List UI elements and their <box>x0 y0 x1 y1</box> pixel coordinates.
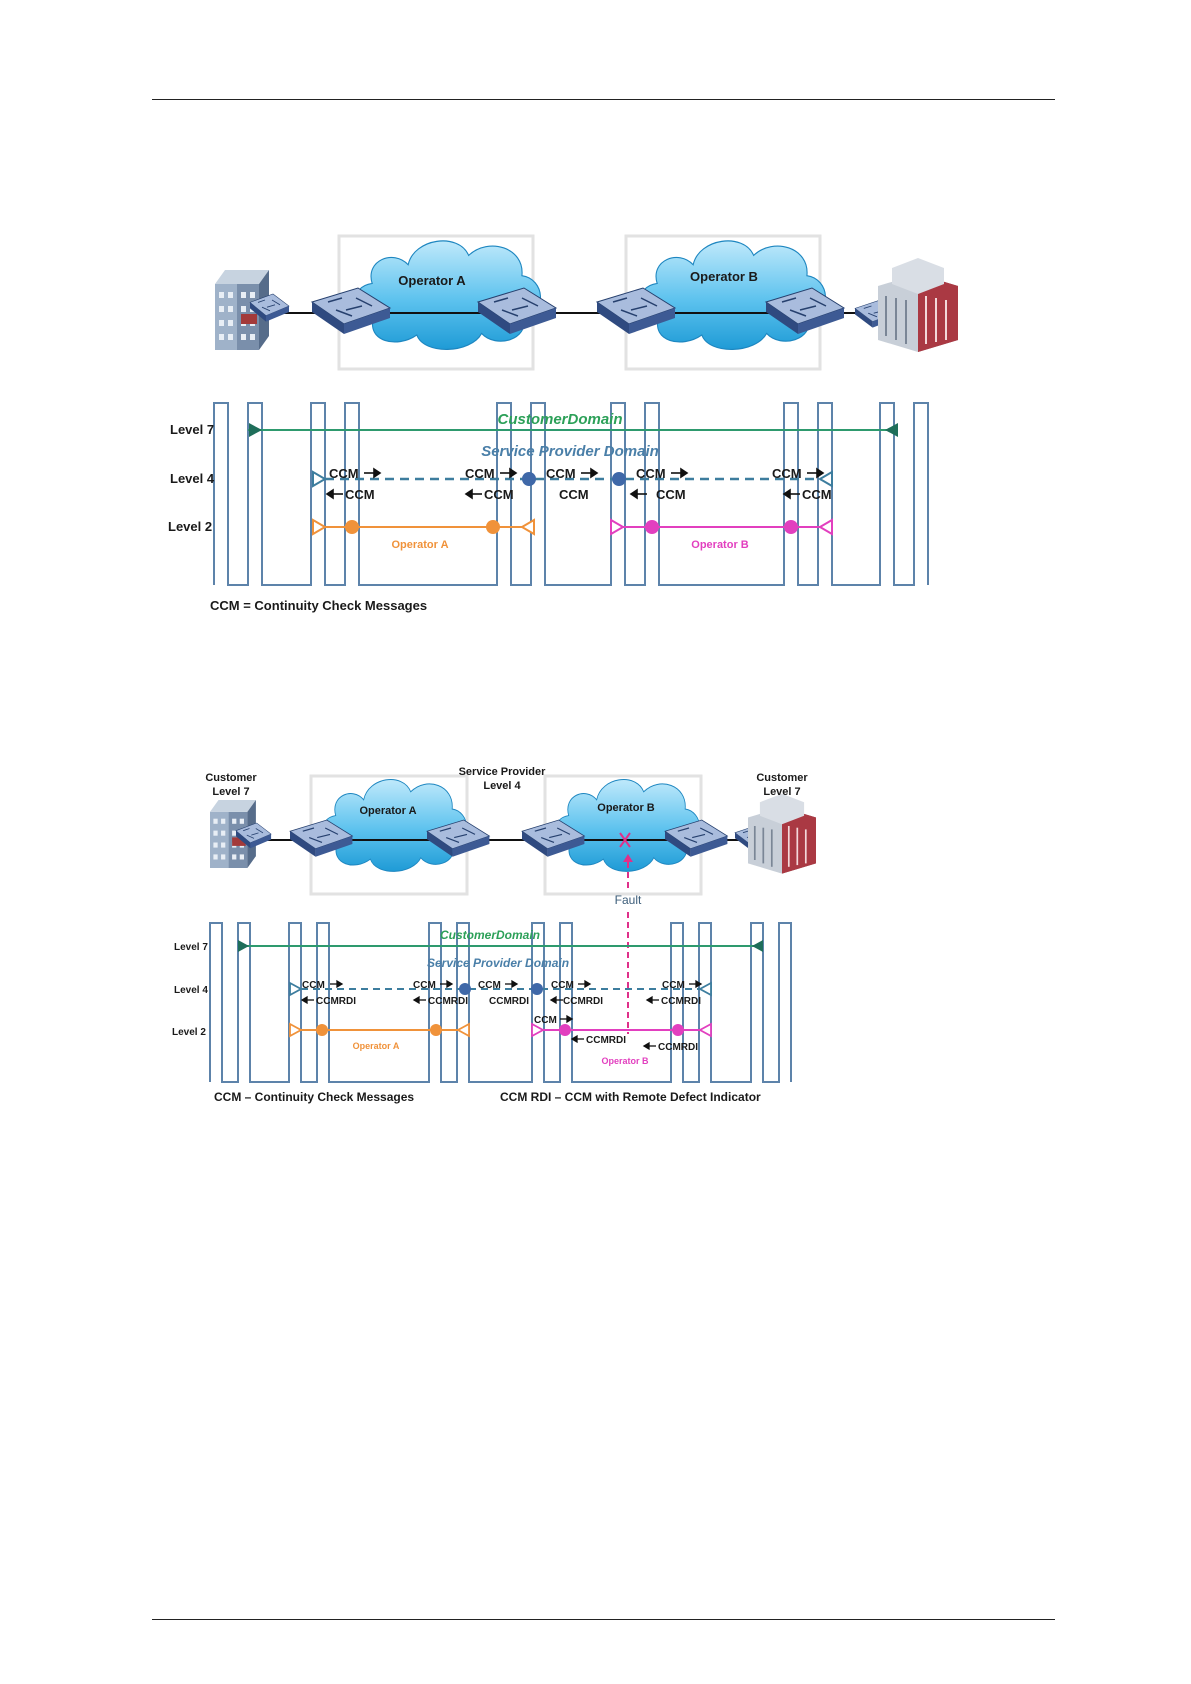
figure-2-network: Operator A Operator B Customer Level 7 S… <box>205 766 817 1034</box>
cloud-label-operator-a: Operator A <box>359 805 416 817</box>
ccmrdi-label: CCMRDI <box>316 996 356 1007</box>
ccm-label: CCM <box>551 980 574 991</box>
office-tower-icon <box>747 792 817 875</box>
figure-1-network: Operator A Operator B <box>215 234 959 371</box>
operator-b-label: Operator B <box>691 539 749 551</box>
ccm-label: CCM <box>546 466 576 481</box>
ccmrdi-label: CCMRDI <box>661 996 701 1007</box>
ccm-label: CCM <box>329 466 359 481</box>
customer-right-level: Level 7 <box>763 786 800 798</box>
mip-icon <box>784 520 798 534</box>
mep-right-icon <box>610 518 625 536</box>
mep-left-icon <box>818 470 833 488</box>
mep-left-icon <box>885 423 898 437</box>
ccm-label: CCM <box>772 466 802 481</box>
fault-arrow-icon <box>623 854 633 862</box>
operator-b-label: Operator B <box>601 1056 649 1066</box>
figure-2-maintenance: Level 7 Level 4 Level 2 CustomerDomain S… <box>172 922 792 1104</box>
ccmrdi-label: CCMRDI <box>428 996 468 1007</box>
mip-icon <box>430 1024 442 1036</box>
maintenance-pillars <box>209 922 792 1083</box>
customer-right-label: Customer <box>756 772 808 784</box>
mip-icon <box>459 983 471 995</box>
fault-x-icon <box>619 832 631 848</box>
mep-left-icon <box>698 1022 712 1038</box>
mep-right-icon <box>531 1022 545 1038</box>
level-2-label: Level 2 <box>168 519 212 534</box>
mip-icon <box>345 520 359 534</box>
level-7-label: Level 7 <box>170 422 214 437</box>
ccm-label: CCM <box>302 980 325 991</box>
footer-rule <box>152 1619 1055 1620</box>
provider-domain-label: Service Provider Domain <box>427 956 569 970</box>
mep-right-icon <box>289 981 303 997</box>
customer-domain-label: CustomerDomain <box>440 928 540 942</box>
maintenance-pillars <box>213 402 929 586</box>
customer-left-level: Level 7 <box>212 786 249 798</box>
header-rule <box>152 99 1055 100</box>
mip-icon <box>486 520 500 534</box>
cloud-label-operator-b: Operator B <box>597 802 655 814</box>
cloud-label-operator-b: Operator B <box>690 269 758 284</box>
mip-icon <box>522 472 536 486</box>
customer-domain-label: CustomerDomain <box>497 411 622 428</box>
ccm-label: CCM <box>559 487 589 502</box>
figure-1-maintenance: Level 7 Level 4 Level 2 CustomerDomain S… <box>168 402 929 613</box>
ccmrdi-label: CCMRDI <box>586 1035 626 1046</box>
level-4-label: Level 4 <box>174 985 208 996</box>
customer-left-label: Customer <box>205 772 257 784</box>
ccm-label: CCM <box>662 980 685 991</box>
legend-ccm-rdi: CCM RDI – CCM with Remote Defect Indicat… <box>500 1090 761 1104</box>
mep-right-icon <box>289 1022 303 1038</box>
mep-right-icon <box>238 940 249 952</box>
ccm-label: CCM <box>802 487 832 502</box>
cloud-label-operator-a: Operator A <box>398 273 466 288</box>
level-4-label: Level 4 <box>170 471 215 486</box>
provider-level: Level 4 <box>483 780 521 792</box>
ccmrdi-label: CCMRDI <box>563 996 603 1007</box>
mep-left-icon <box>520 518 535 536</box>
provider-label: Service Provider <box>459 766 547 778</box>
ccmrdi-label: CCMRDI <box>658 1042 698 1053</box>
mep-left-icon <box>698 981 712 997</box>
ccm-label: CCM <box>656 487 686 502</box>
mep-left-icon <box>818 518 833 536</box>
ccm-arrows: CCM CCM CCM CCM CCM CCMRDI CCMRDI CCMRDI… <box>300 979 703 1053</box>
mip-icon <box>645 520 659 534</box>
mip-icon <box>531 983 543 995</box>
mip-icon <box>559 1024 571 1036</box>
ccm-label: CCM <box>636 466 666 481</box>
mip-icon <box>612 472 626 486</box>
ccm-arrows: CCM CCM CCM CCM CCM CCM CCM CCM CCM CCM <box>325 466 832 502</box>
mep-right-icon <box>312 470 327 488</box>
operator-a-label: Operator A <box>353 1041 400 1051</box>
ccm-label: CCM <box>345 487 375 502</box>
fault-label: Fault <box>615 893 642 907</box>
mep-right-icon <box>312 518 327 536</box>
ccm-label: CCM <box>413 980 436 991</box>
ccm-label: CCM <box>534 1015 557 1026</box>
mep-left-icon <box>752 940 763 952</box>
office-tower-icon <box>877 257 959 353</box>
level-2-label: Level 2 <box>172 1027 206 1038</box>
level-7-label: Level 7 <box>174 942 208 953</box>
mip-icon <box>316 1024 328 1036</box>
legend-ccm: CCM – Continuity Check Messages <box>214 1090 414 1104</box>
legend-ccm: CCM = Continuity Check Messages <box>210 598 427 613</box>
ccm-label: CCM <box>478 980 501 991</box>
operator-a-label: Operator A <box>391 539 448 551</box>
mip-icon <box>672 1024 684 1036</box>
ccm-label: CCM <box>484 487 514 502</box>
mep-left-icon <box>456 1022 470 1038</box>
ccmrdi-label: CCMRDI <box>489 996 529 1007</box>
provider-domain-label: Service Provider Domain <box>481 443 659 460</box>
mep-right-icon <box>249 423 262 437</box>
ccm-label: CCM <box>465 466 495 481</box>
